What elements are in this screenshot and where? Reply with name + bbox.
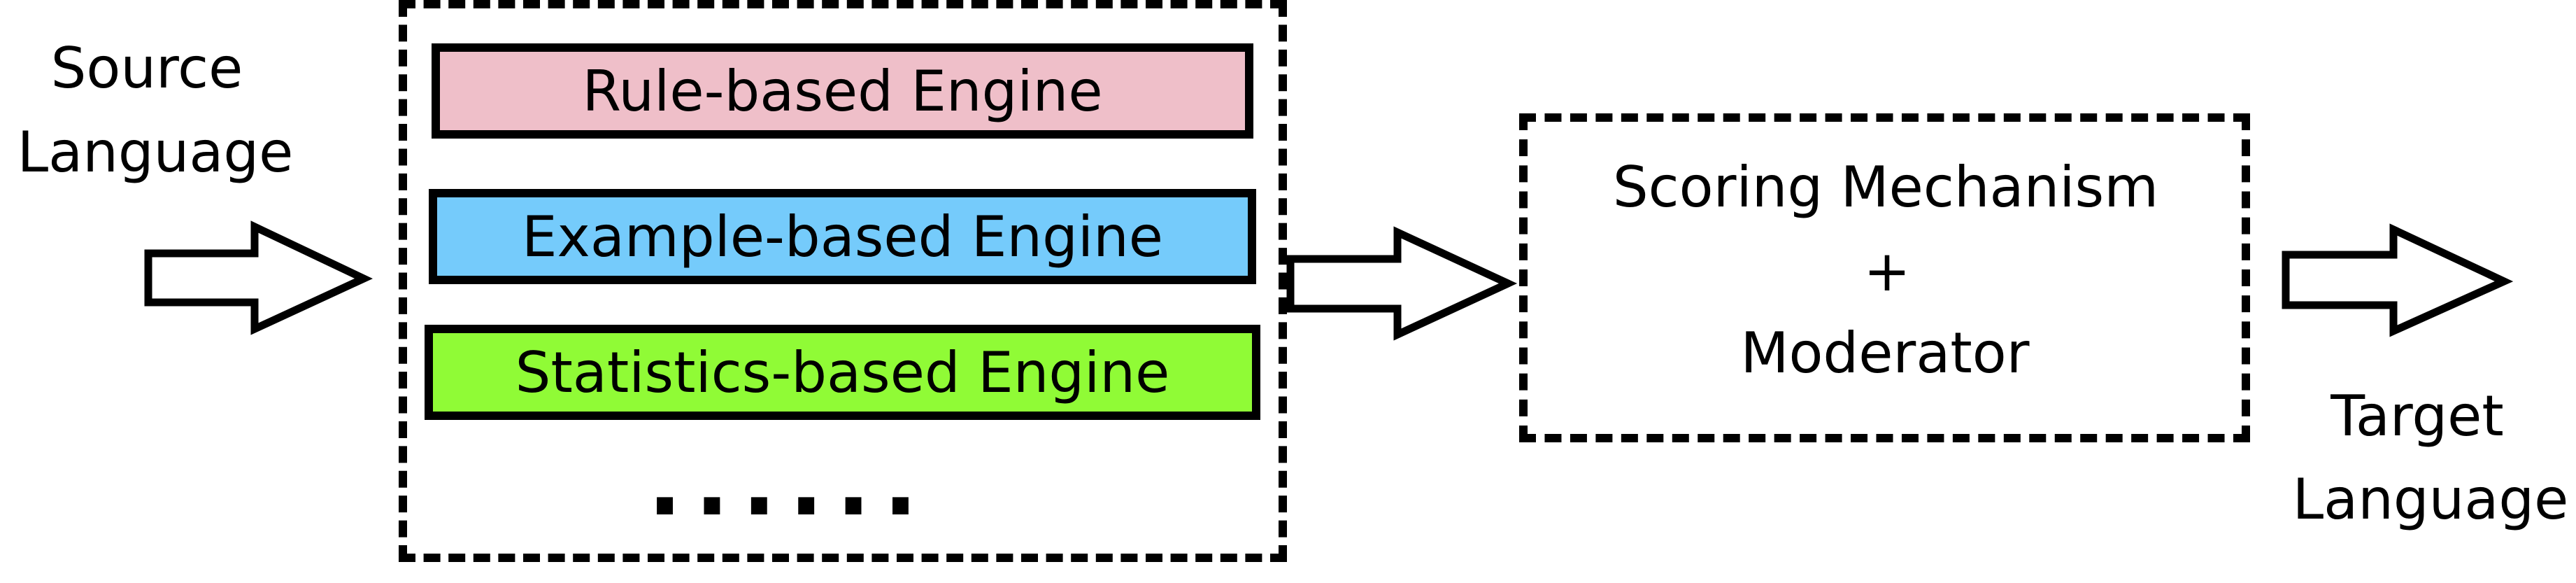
more-engines-ellipsis: ...... xyxy=(647,430,931,536)
scoring-mechanism-label: Scoring Mechanism xyxy=(1612,155,2159,220)
target-label-line2: Language xyxy=(2292,467,2569,532)
engine-example-based: Example-based Engine xyxy=(429,189,1256,284)
scoring-plus-label: + xyxy=(1863,239,1911,304)
target-label-line1: Target xyxy=(2331,384,2504,449)
scoring-box xyxy=(1519,113,2250,442)
moderator-label: Moderator xyxy=(1740,321,2030,386)
engine-rule-based: Rule-based Engine xyxy=(432,43,1253,139)
source-label-line2: Language xyxy=(17,120,294,185)
source-label-line1: Source xyxy=(50,36,243,101)
engines-group xyxy=(399,0,1287,562)
engine-statistics-based: Statistics-based Engine xyxy=(425,325,1260,420)
